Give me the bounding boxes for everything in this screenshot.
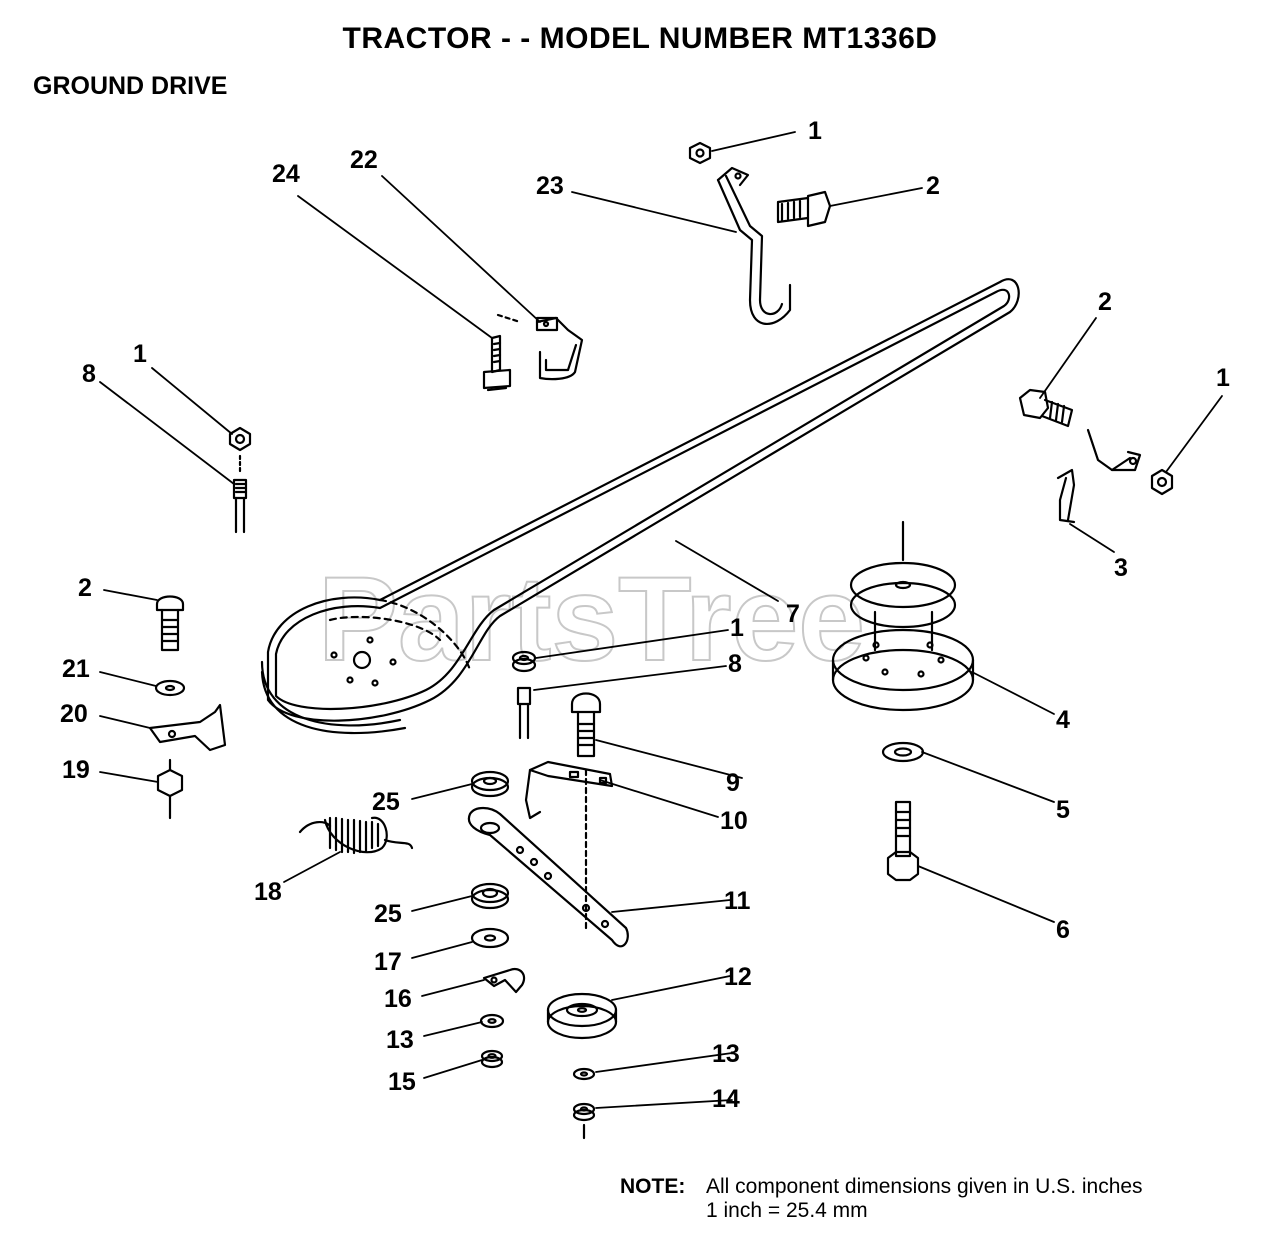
callout-16: 16 [384, 985, 412, 1013]
idler-pulley [546, 992, 618, 1040]
hex-nut-right [1150, 468, 1174, 496]
idler-arm [467, 806, 629, 948]
callout-20: 20 [60, 700, 88, 728]
callout-1: 1 [808, 117, 822, 145]
callout-25: 25 [372, 788, 400, 816]
washer-left [154, 679, 186, 697]
callout-17: 17 [374, 948, 402, 976]
washer-small-right [572, 1067, 596, 1081]
callout-2: 2 [926, 172, 940, 200]
bushing-upper [470, 770, 510, 798]
hex-bolt-right [1018, 388, 1074, 428]
section-title: GROUND DRIVE [33, 72, 228, 100]
callout-11: 11 [724, 887, 751, 915]
hex-bolt-top [776, 190, 832, 228]
callout-25: 25 [374, 900, 402, 928]
callout-13: 13 [386, 1026, 414, 1054]
hex-nut-small [480, 1049, 504, 1069]
brake-rod [1056, 428, 1142, 524]
callout-2: 2 [78, 574, 92, 602]
lock-nut-left [156, 758, 184, 820]
callout-19: 19 [62, 756, 90, 784]
extension-spring [298, 816, 414, 855]
callout-8: 8 [82, 360, 96, 388]
callout-2: 2 [1098, 288, 1112, 316]
hex-nut-top [688, 141, 712, 165]
callout-3: 3 [1114, 554, 1128, 582]
callout-18: 18 [254, 878, 282, 906]
callout-8: 8 [728, 650, 742, 678]
stud-center [516, 686, 532, 740]
drive-belt [260, 278, 1020, 735]
washer-small-left [479, 1013, 505, 1029]
callout-4: 4 [1056, 706, 1070, 734]
callout-21: 21 [62, 655, 90, 683]
dimension-note: NOTE: All component dimensions given in U… [620, 1175, 1143, 1223]
flange-bolt [482, 334, 512, 392]
mounting-bracket-left [148, 703, 227, 752]
note-line-2: 1 inch = 25.4 mm [706, 1199, 868, 1222]
note-label: NOTE: [620, 1175, 686, 1198]
clutch-rod [716, 166, 792, 326]
idler-bracket [524, 760, 614, 820]
spacer-washer [881, 741, 925, 763]
page-title: TRACTOR - - MODEL NUMBER MT1336D [342, 22, 938, 55]
carriage-bolt-center [570, 692, 602, 932]
hex-nut-center [511, 650, 537, 673]
engine-pulley [831, 520, 975, 712]
callout-1: 1 [1216, 364, 1230, 392]
belt-guide [496, 313, 584, 381]
watermark: PartsTree [318, 552, 865, 686]
callout-9: 9 [726, 769, 740, 797]
spring-clip [482, 967, 526, 994]
callout-12: 12 [724, 963, 752, 991]
callout-15: 15 [388, 1068, 416, 1096]
leader-lines [99, 131, 1223, 1109]
callout-10: 10 [720, 807, 748, 835]
note-line-1: All component dimensions given in U.S. i… [706, 1175, 1143, 1198]
callout-13: 13 [712, 1040, 740, 1068]
stud-left [232, 454, 248, 534]
callout-1: 1 [133, 340, 147, 368]
callout-7: 7 [786, 600, 800, 628]
callout-14: 14 [712, 1085, 740, 1113]
callout-1: 1 [730, 614, 744, 642]
hex-bolt-pulley [886, 800, 920, 882]
bushing-lower [470, 882, 510, 910]
hex-nut-left [228, 426, 252, 452]
flat-washer [470, 927, 510, 949]
callout-23: 23 [536, 172, 564, 200]
callout-22: 22 [350, 146, 378, 174]
callout-24: 24 [272, 160, 300, 188]
lock-nut-bottom [572, 1102, 596, 1140]
callout-5: 5 [1056, 796, 1070, 824]
carriage-bolt-left [155, 595, 185, 652]
callout-6: 6 [1056, 916, 1070, 944]
